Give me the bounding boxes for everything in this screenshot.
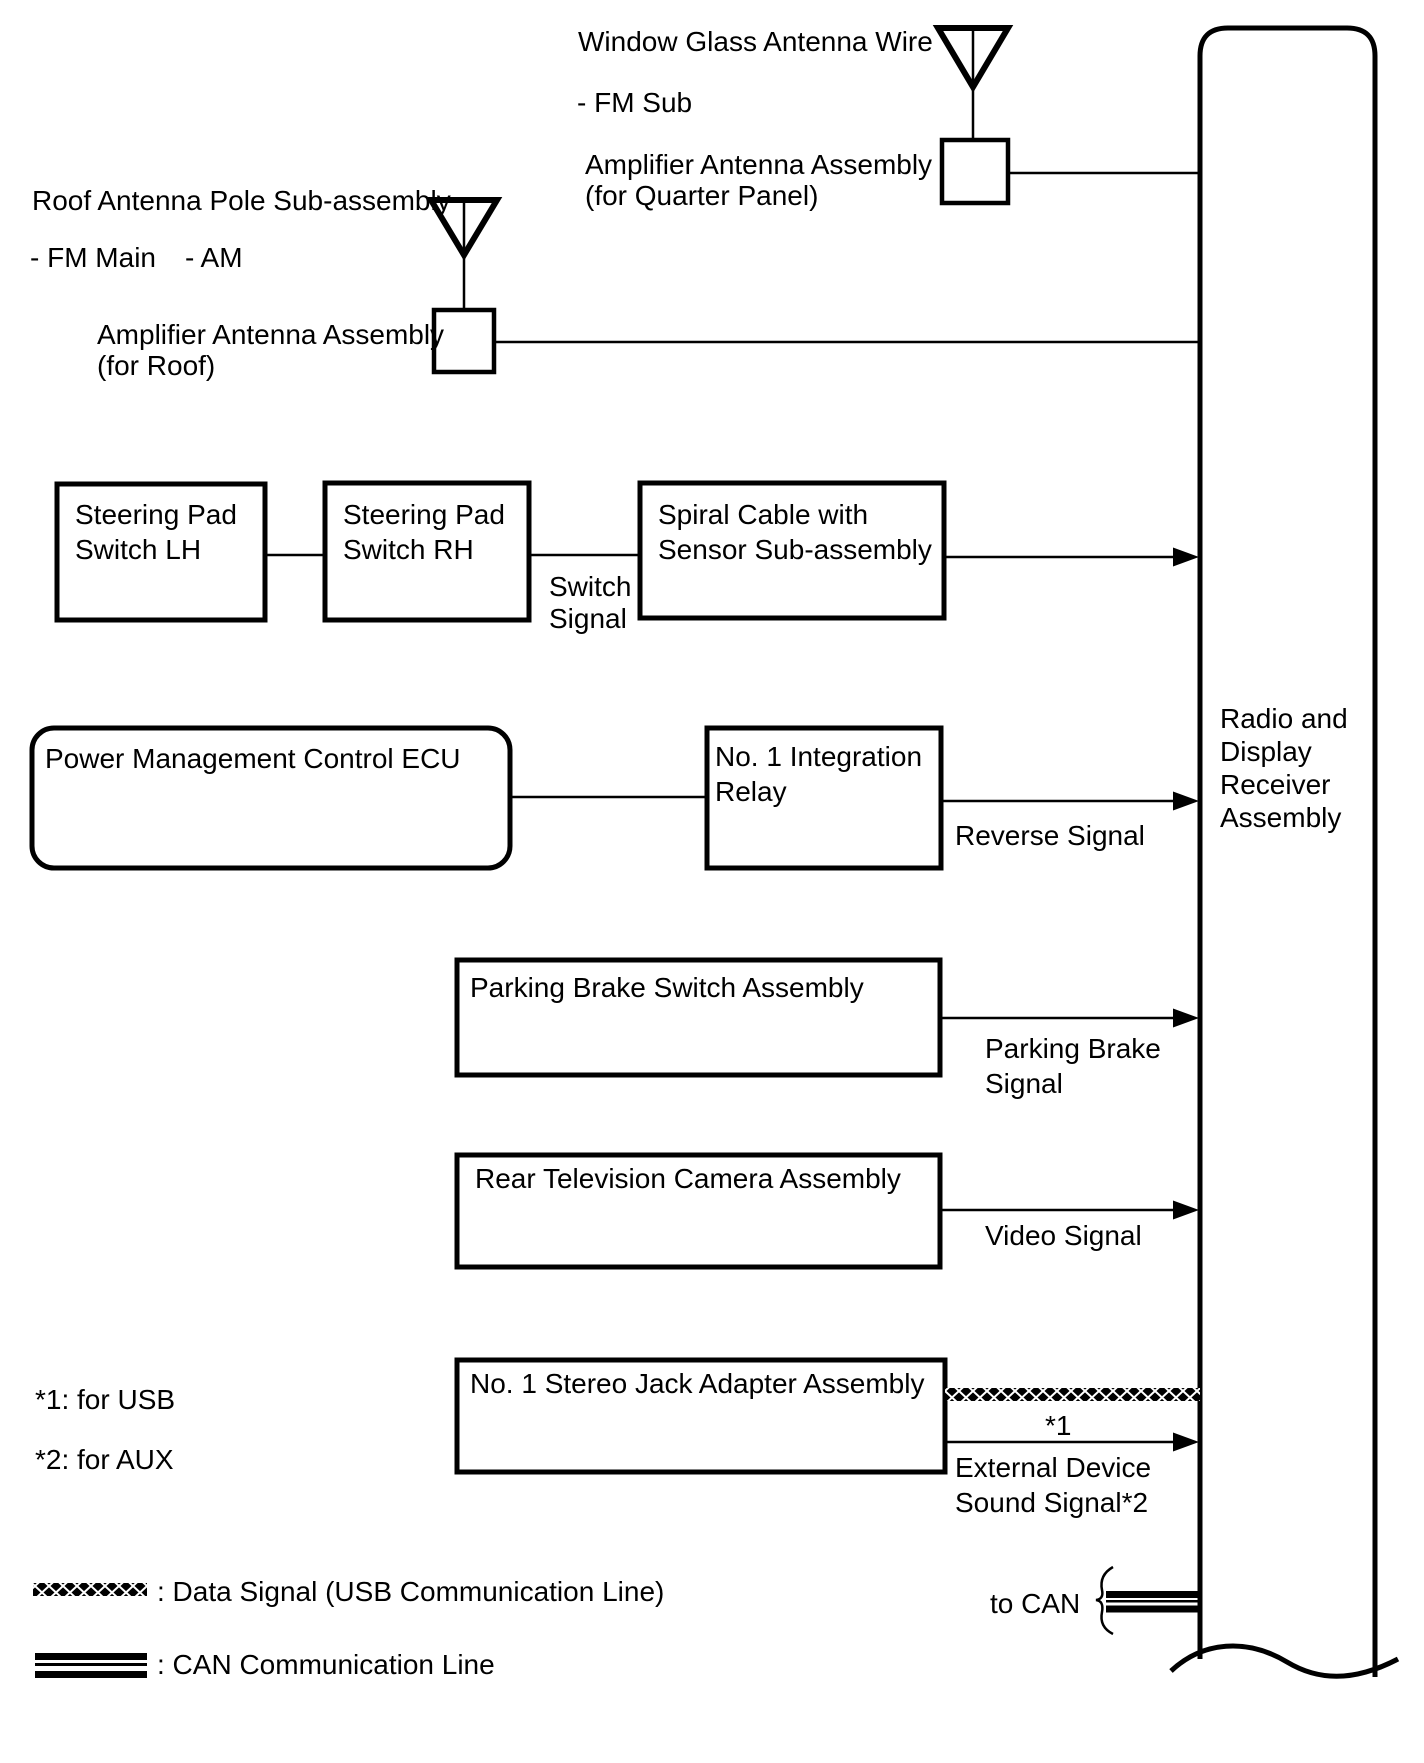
legend-can-swatch [35, 1653, 147, 1678]
can-brace [1095, 1565, 1114, 1636]
switch-signal-label-line2: Signal [549, 603, 627, 634]
arrowhead [1173, 547, 1199, 567]
roof-antenna-band2: - AM [185, 242, 243, 273]
arrowhead [1173, 1008, 1199, 1028]
receiver-label-line3: Receiver [1220, 769, 1330, 800]
parking-brake-label: Parking Brake Switch Assembly [470, 972, 864, 1003]
stereo-jack-label: No. 1 Stereo Jack Adapter Assembly [470, 1368, 924, 1399]
rear-camera-label: Rear Television Camera Assembly [475, 1163, 901, 1194]
power-management-ecu-label: Power Management Control ECU [45, 743, 461, 774]
integration-relay-box [704, 725, 944, 871]
legend-can-label: : CAN Communication Line [157, 1649, 495, 1680]
arrowhead [1173, 1432, 1199, 1452]
legend-can-top [35, 1653, 147, 1660]
parking-brake-row: Parking Brake Switch Assembly Parking Br… [454, 957, 1199, 1099]
parking-brake-box [454, 957, 943, 1078]
spiral-cable-label-line2: Sensor Sub-assembly [658, 534, 932, 565]
footnote-aux: *2: for AUX [35, 1444, 174, 1475]
roof-amp-box [431, 307, 497, 375]
quarter-amp-label-line2: (for Quarter Panel) [585, 180, 818, 211]
roof-antenna-name: Roof Antenna Pole Sub-assembly [32, 185, 451, 216]
legend: : Data Signal (USB Communication Line) :… [33, 1576, 664, 1680]
receiver-label-line2: Display [1220, 736, 1312, 767]
legend-can-bottom [35, 1671, 147, 1678]
receiver-outline [1197, 25, 1378, 1677]
can-line-bottom [1106, 1605, 1202, 1613]
stereo-jack-box [454, 1357, 948, 1475]
usb-note-label: *1 [1045, 1410, 1071, 1441]
can-line-top [1106, 1591, 1202, 1598]
external-device-label-line1: External Device [955, 1452, 1151, 1483]
footnote-usb: *1: for USB [35, 1384, 175, 1415]
legend-data-signal-label: : Data Signal (USB Communication Line) [157, 1576, 664, 1607]
video-signal-label: Video Signal [985, 1220, 1142, 1251]
usb-data-line [945, 1388, 1200, 1401]
parking-signal-label-line1: Parking Brake [985, 1033, 1161, 1064]
stereo-jack-row: No. 1 Stereo Jack Adapter Assembly *1 Ex… [454, 1357, 1200, 1518]
receiver-break-wave [1169, 1643, 1400, 1679]
spiral-cable-box [637, 480, 947, 621]
steering-lh-box [54, 481, 268, 623]
spiral-cable-label-line1: Spiral Cable with [658, 499, 868, 530]
steering-row: Steering Pad Switch LH Steering Pad Swit… [54, 480, 1199, 634]
quarter-panel-antenna: Window Glass Antenna Wire - FM Sub Ampli… [577, 25, 1200, 211]
arrowhead [1173, 1200, 1199, 1220]
roof-antenna-band1: - FM Main [30, 242, 156, 273]
roof-amp-label-line2: (for Roof) [97, 350, 215, 381]
can-connection: to CAN [990, 1565, 1202, 1636]
receiver-label-line4: Assembly [1220, 802, 1341, 833]
arrowhead [1173, 791, 1199, 811]
receiver-assembly-box: Radio and Display Receiver Assembly [1169, 25, 1400, 1679]
quarter-amp-box [939, 137, 1011, 206]
steering-rh-label-line2: Switch RH [343, 534, 474, 565]
integration-relay-label-line2: Relay [715, 776, 787, 807]
steering-rh-box [322, 480, 532, 623]
rear-camera-row: Rear Television Camera Assembly Video Si… [454, 1152, 1199, 1270]
to-can-label: to CAN [990, 1588, 1080, 1619]
external-device-label-line2: Sound Signal*2 [955, 1487, 1148, 1518]
switch-signal-label-line1: Switch [549, 571, 631, 602]
receiver-label-line1: Radio and [1220, 703, 1348, 734]
reverse-signal-label: Reverse Signal [955, 820, 1145, 851]
ecu-relay-row: Power Management Control ECU No. 1 Integ… [29, 725, 1199, 871]
footnotes: *1: for USB *2: for AUX [35, 1384, 175, 1475]
steering-lh-label-line2: Switch LH [75, 534, 201, 565]
parking-signal-label-line2: Signal [985, 1068, 1063, 1099]
legend-usb-swatch [33, 1583, 147, 1596]
steering-rh-label-line1: Steering Pad [343, 499, 505, 530]
integration-relay-label-line1: No. 1 Integration [715, 741, 922, 772]
steering-lh-label-line1: Steering Pad [75, 499, 237, 530]
quarter-antenna-name: Window Glass Antenna Wire [578, 26, 933, 57]
quarter-amp-label-line1: Amplifier Antenna Assembly [585, 149, 932, 180]
roof-antenna: Roof Antenna Pole Sub-assembly - FM Main… [30, 185, 1200, 381]
roof-amp-label-line1: Amplifier Antenna Assembly [97, 319, 444, 350]
rear-camera-box [454, 1152, 943, 1270]
legend-can-mid [35, 1663, 147, 1666]
quarter-antenna-band: - FM Sub [577, 87, 692, 118]
can-line-mid [1106, 1600, 1202, 1603]
